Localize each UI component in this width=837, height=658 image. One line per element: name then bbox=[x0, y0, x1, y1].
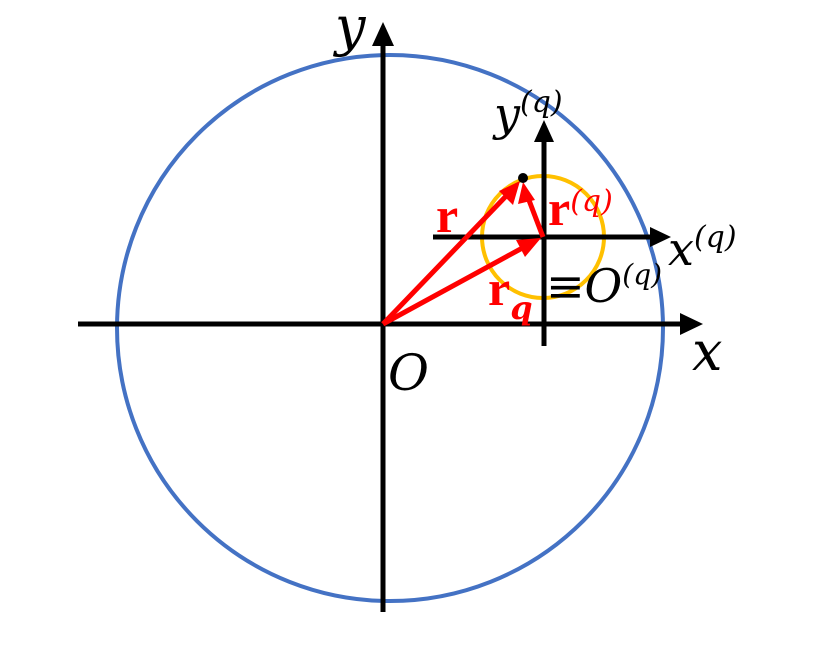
main-y-axis bbox=[372, 22, 394, 612]
main-x-axis bbox=[78, 313, 703, 335]
point bbox=[518, 173, 528, 183]
yq-axis-label: y(q) bbox=[492, 85, 563, 141]
outer-circle bbox=[115, 53, 665, 603]
rq-vector-label: rq bbox=[488, 260, 533, 327]
y-axis-label: y bbox=[333, 0, 367, 58]
local-y-axis bbox=[534, 120, 554, 346]
vector-r bbox=[381, 181, 520, 326]
vector-rq bbox=[381, 238, 541, 327]
x-axis-label: x bbox=[692, 320, 722, 383]
r-vector-label: r bbox=[436, 187, 458, 243]
local-origin-label: ≡O(q) bbox=[546, 258, 662, 313]
origin-label: O bbox=[388, 344, 429, 402]
vector-r-q bbox=[518, 182, 546, 238]
xq-axis-label: x(q) bbox=[668, 220, 737, 276]
r-q-vector-label: r(q) bbox=[548, 180, 613, 236]
